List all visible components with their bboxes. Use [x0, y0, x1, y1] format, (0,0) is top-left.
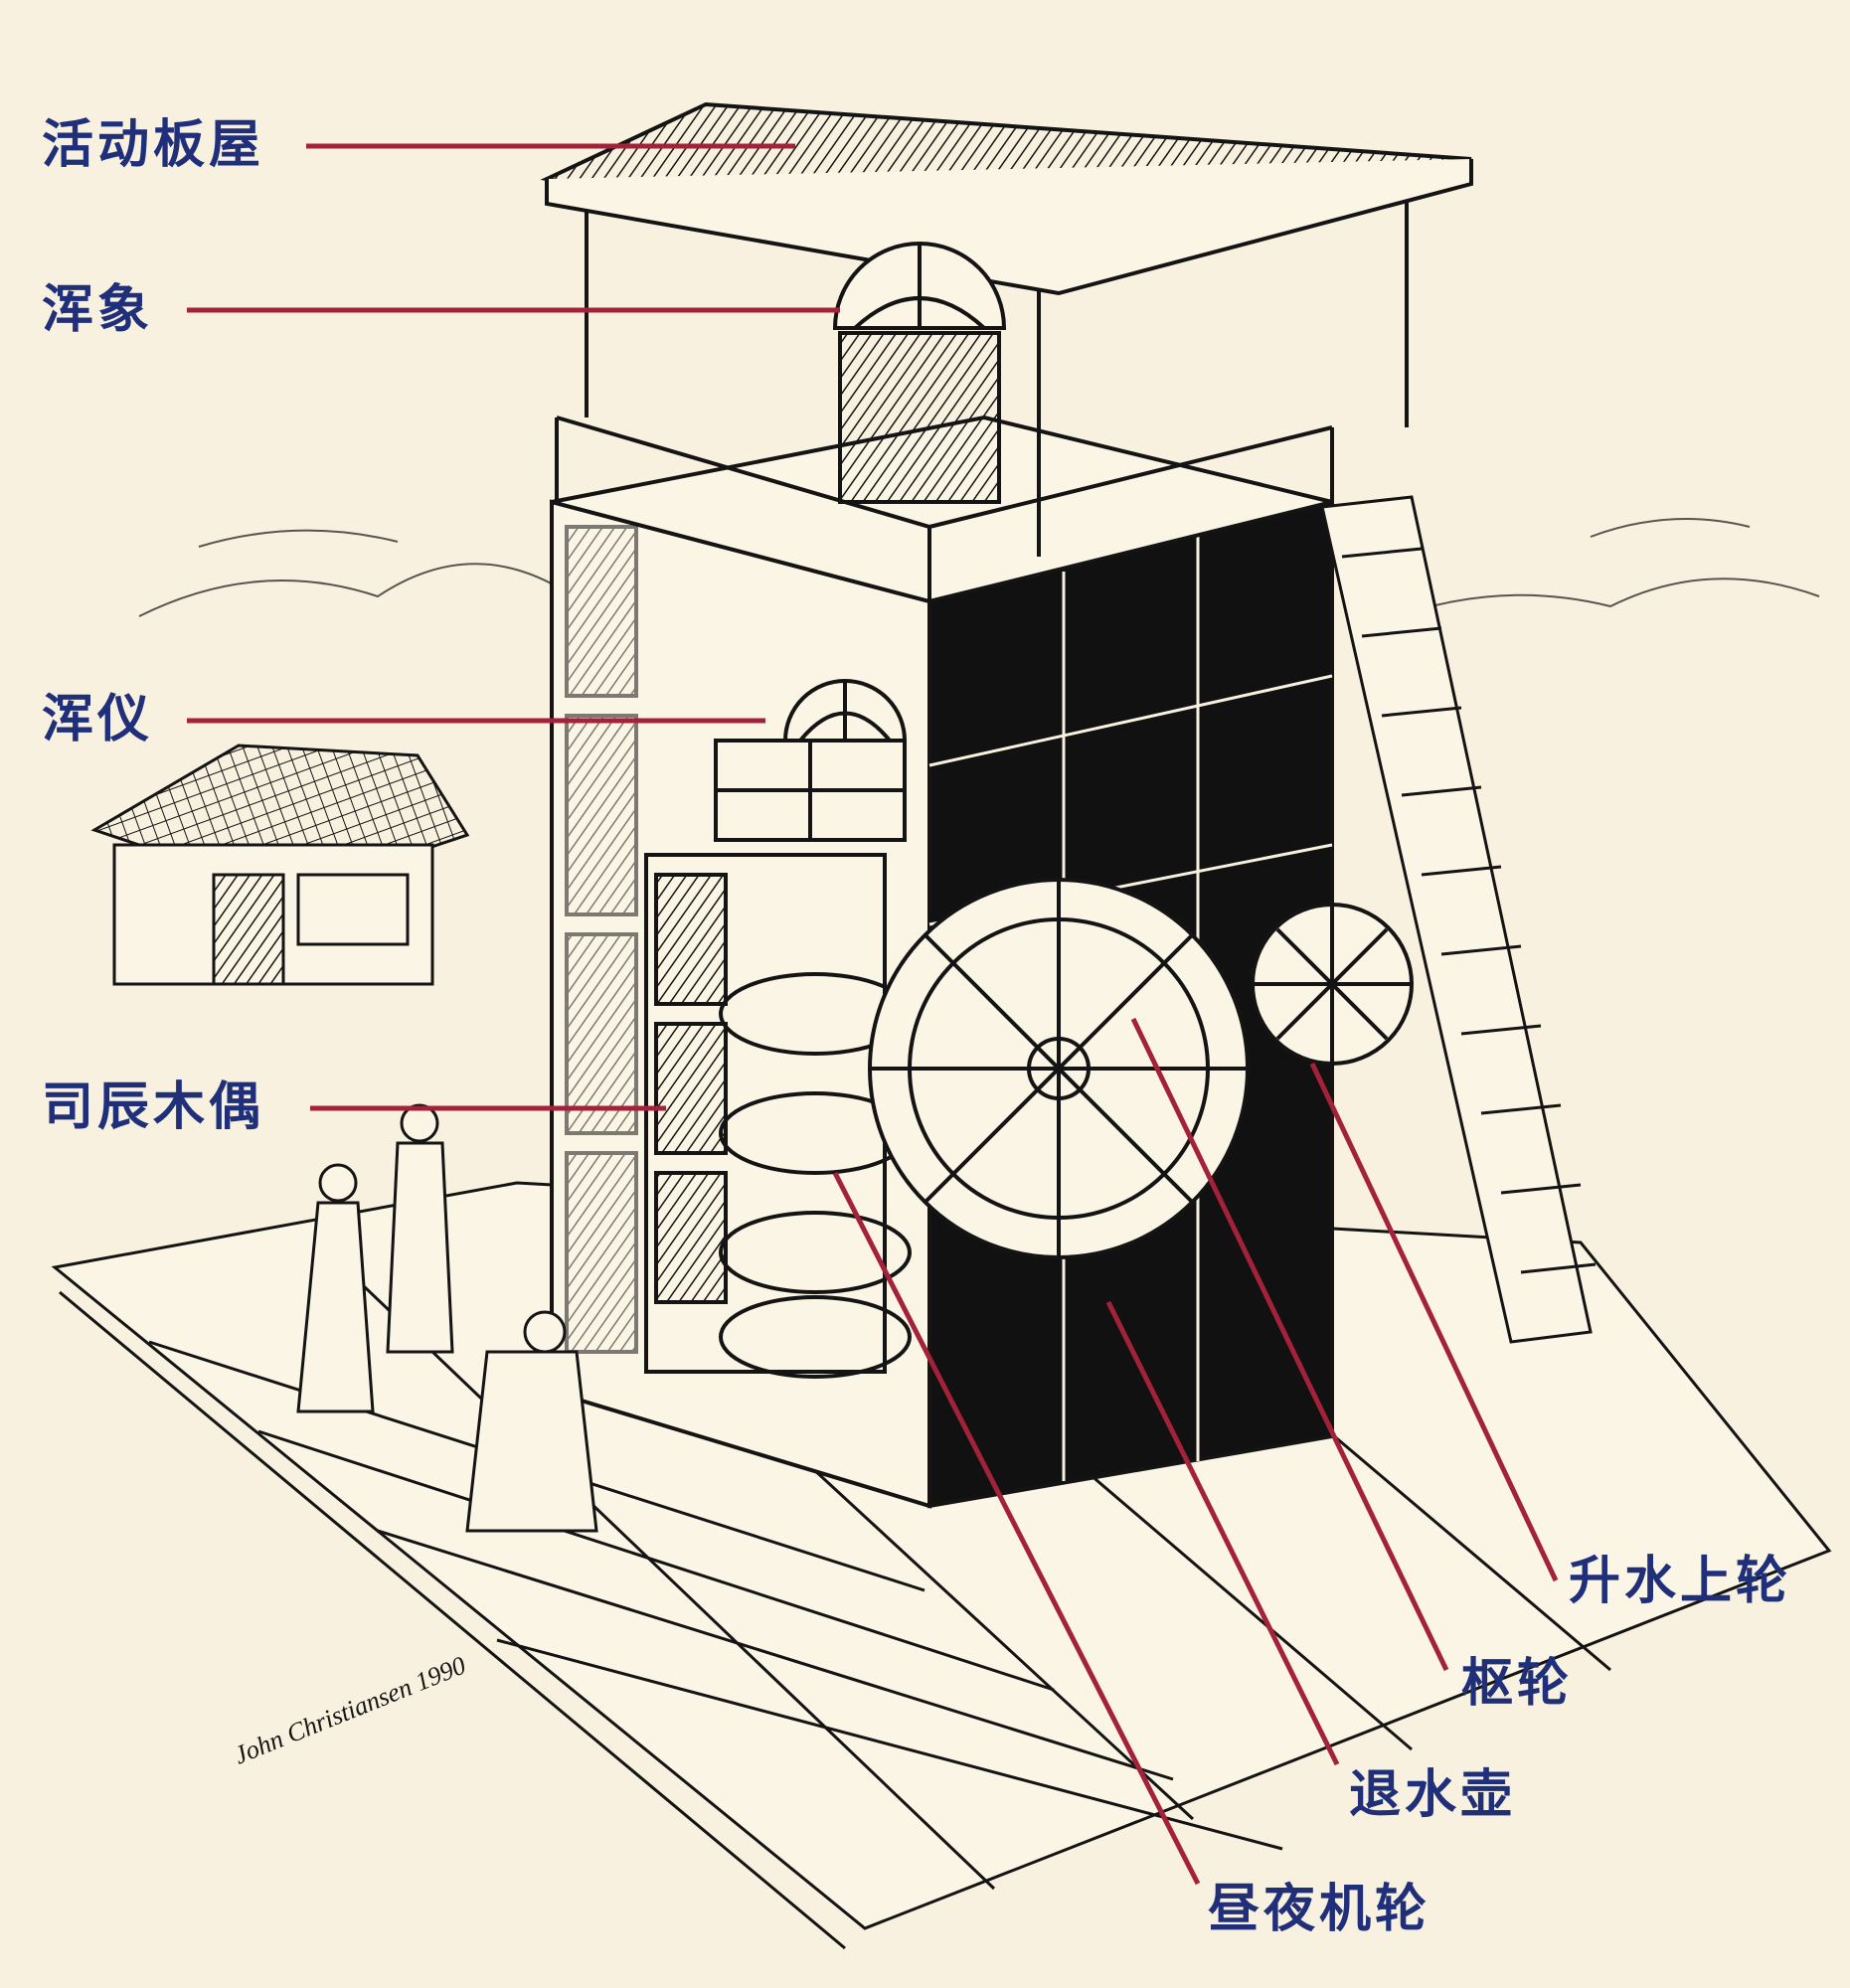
label-upper-water-wheel: 升水上轮 — [1569, 1552, 1792, 1611]
celestial-globe — [832, 242, 1007, 504]
staircase — [1320, 495, 1597, 1344]
side-pavilion — [90, 744, 470, 986]
background-hills — [138, 518, 1820, 627]
artist-signature: John Christiansen 1990 — [230, 1651, 469, 1770]
leader-day-night-wheel — [832, 1171, 1201, 1886]
label-armillary-sphere: 浑仪 — [42, 690, 154, 749]
label-pivot-wheel: 枢轮 — [1461, 1654, 1574, 1714]
label-celestial-globe: 浑象 — [42, 280, 154, 340]
figures — [296, 1103, 598, 1533]
label-day-night-wheel: 昼夜机轮 — [1208, 1880, 1431, 1939]
leader-lines — [187, 143, 1559, 1886]
label-drain-tank: 退水壶 — [1349, 1765, 1517, 1825]
time-jack-pagoda — [644, 853, 912, 1379]
label-movable-roof: 活动板屋 — [42, 115, 265, 175]
label-time-jacks: 司辰木偶 — [42, 1077, 265, 1137]
armillary-sphere — [714, 679, 908, 842]
leader-pivot-wheel — [1130, 1017, 1449, 1672]
leader-upper-water-wheel — [1309, 1062, 1559, 1582]
leader-drain-tank — [1105, 1300, 1340, 1766]
pivot-wheel — [868, 878, 1250, 1259]
upper-water-wheel — [1251, 903, 1414, 1066]
